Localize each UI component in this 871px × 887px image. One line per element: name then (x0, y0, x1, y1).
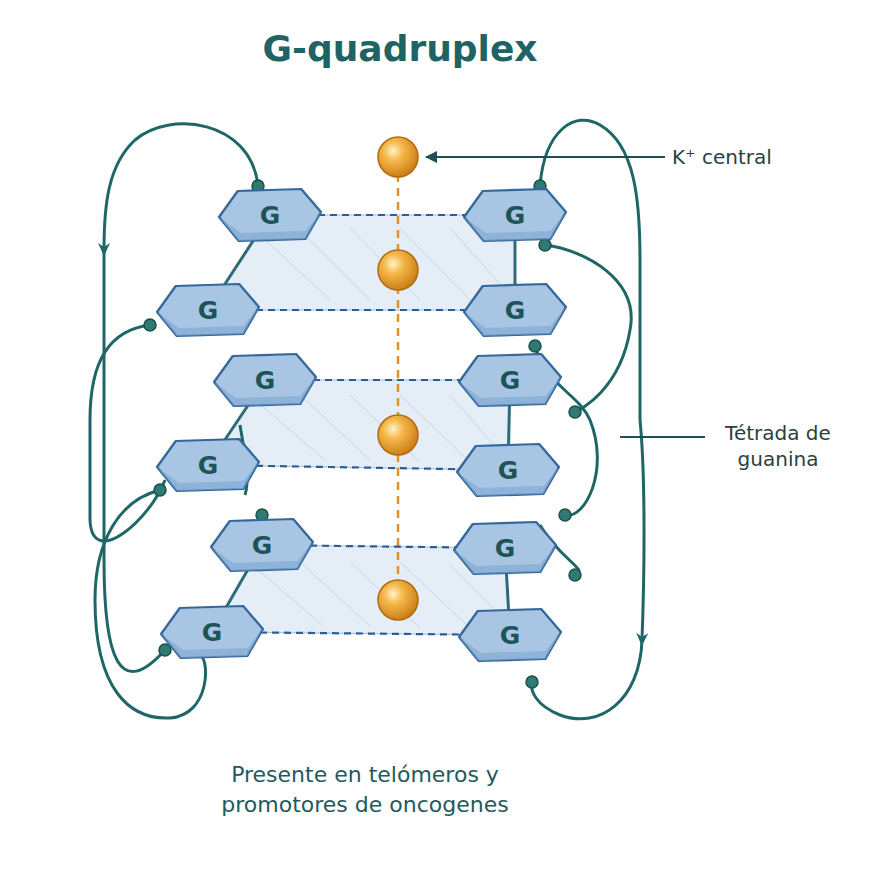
base-letter: G (260, 201, 281, 230)
base-letter: G (505, 201, 526, 230)
callout-label: K⁺ central (672, 144, 832, 170)
leader-line (426, 156, 665, 158)
hydrogen-bond (260, 632, 462, 634)
hexagon-face (454, 522, 556, 574)
backbone-link (224, 239, 255, 286)
base-letter: G (252, 531, 273, 560)
backbone-link (514, 239, 517, 286)
guanine-hexagon: G (463, 282, 567, 338)
base-letter: G (255, 366, 276, 395)
guanine-hexagon: G (160, 604, 264, 660)
guanine-hexagon: G (463, 187, 567, 243)
backbone-link (224, 404, 249, 441)
guanine-hexagon: G (458, 352, 562, 408)
backbone-link (226, 569, 248, 608)
guanine-hexagon: G (458, 607, 562, 663)
hydrogen-bond (318, 214, 467, 216)
hexagon-face (157, 439, 259, 491)
guanine-hexagon: G (210, 517, 314, 573)
base-letter: G (495, 534, 516, 563)
backbone-link (506, 572, 508, 611)
backbone-link (507, 404, 511, 446)
guanine-hexagon: G (213, 352, 317, 408)
base-letter: G (500, 621, 521, 650)
backbone-loops (90, 120, 644, 719)
guanine-hexagon: G (156, 437, 260, 493)
hexagon-face (457, 444, 559, 496)
guanine-hexagon: G (453, 520, 557, 576)
hydrogen-bond (310, 546, 457, 548)
base-letter: G (498, 456, 519, 485)
tetrad-plane (208, 215, 515, 635)
hexagon-face (459, 354, 561, 406)
base-letter: G (500, 366, 521, 395)
leader-line (620, 436, 705, 438)
base-letter: G (198, 451, 219, 480)
hexagon-face (219, 189, 321, 241)
hydrogen-bond (313, 379, 462, 381)
guanine-hexagon: G (156, 282, 260, 338)
base-letter: G (505, 296, 526, 325)
diagram-caption: Presente en telómeros y promotores de on… (195, 760, 535, 819)
hexagon-face (161, 606, 263, 658)
hexagon-face (211, 519, 313, 571)
hydrogen-bond (256, 309, 467, 311)
base-letter: G (202, 618, 223, 647)
diagram-title: G-quadruplex (200, 28, 600, 69)
guanine-hexagon: G (218, 187, 322, 243)
hexagon-face (214, 354, 316, 406)
guanine-hexagon: G (456, 442, 560, 498)
hexagon-face (464, 189, 566, 241)
hexagon-face (459, 609, 561, 661)
callout-label: Tétrada de guanina (708, 420, 848, 472)
base-letter: G (198, 296, 219, 325)
backbone-bead (144, 180, 581, 688)
hexagon-face (464, 284, 566, 336)
hydrogen-bond (256, 466, 460, 469)
hexagon-face (157, 284, 259, 336)
